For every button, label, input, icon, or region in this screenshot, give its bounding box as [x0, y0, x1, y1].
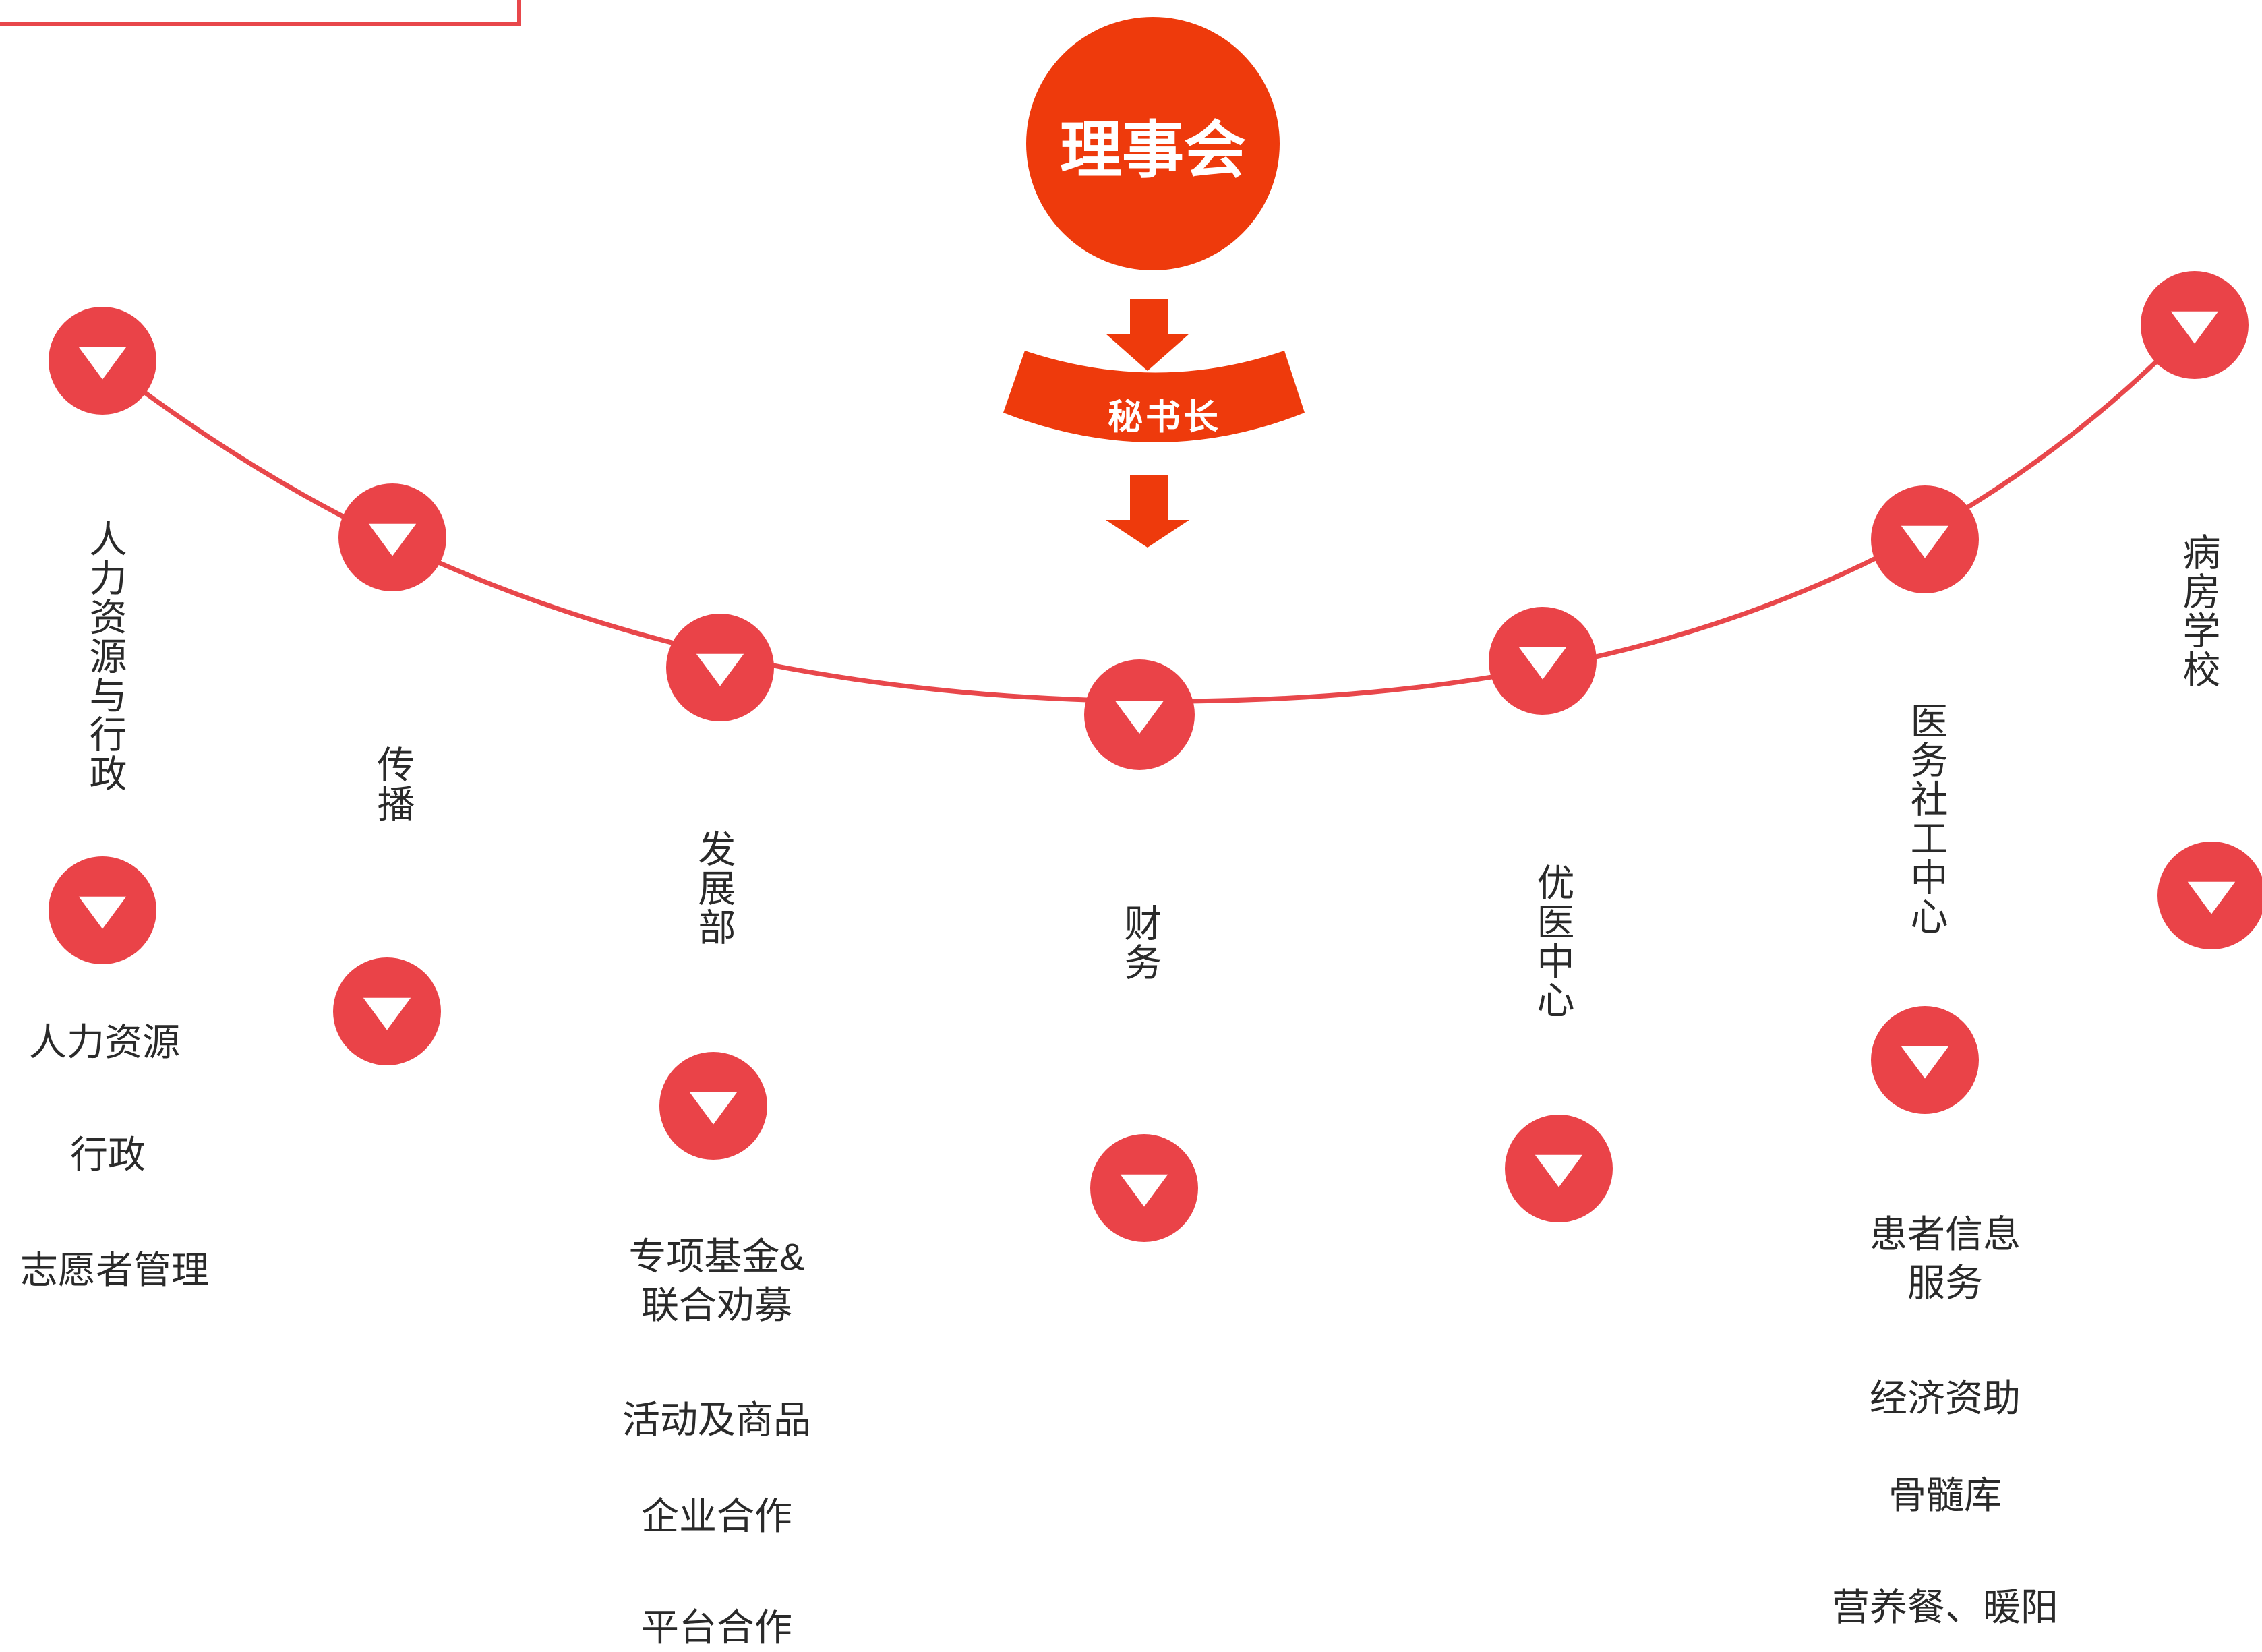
- department-node[interactable]: [338, 483, 446, 591]
- department-node[interactable]: [1871, 485, 1979, 593]
- corner-frame: [0, 0, 521, 26]
- triangle-down-icon: [368, 523, 417, 556]
- triangle-down-icon: [1120, 1174, 1168, 1207]
- triangle-down-icon: [1114, 701, 1164, 734]
- triangle-down-icon: [363, 997, 411, 1030]
- department-node[interactable]: [333, 957, 441, 1065]
- department-node[interactable]: [49, 307, 156, 415]
- sub-item: 营养餐、暖阳: [1832, 1586, 2058, 1628]
- department-title: 优医中心: [1532, 863, 1574, 1020]
- department-title: 病房学校: [2178, 533, 2220, 689]
- department-node[interactable]: [49, 856, 156, 964]
- board-label: 理事会: [1059, 116, 1247, 185]
- sub-item: 患者信息 服务: [1870, 1213, 2021, 1304]
- triangle-down-icon: [1518, 647, 1567, 680]
- department-node[interactable]: [1505, 1115, 1613, 1222]
- department-node[interactable]: [1084, 659, 1195, 770]
- sub-item: 专项基金& 联合劝募: [628, 1235, 805, 1326]
- triangle-down-icon: [1901, 525, 1949, 558]
- department-node[interactable]: [1090, 1134, 1198, 1242]
- department-title: 财务: [1119, 904, 1162, 982]
- department-title: 传播: [372, 745, 415, 823]
- triangle-down-icon: [2187, 881, 2236, 914]
- triangle-down-icon: [689, 1092, 738, 1125]
- department-node[interactable]: [2157, 842, 2262, 949]
- triangle-down-icon: [696, 653, 744, 686]
- triangle-down-icon: [78, 347, 127, 380]
- sub-item: 行政: [70, 1133, 146, 1176]
- triangle-down-icon: [1535, 1154, 1583, 1187]
- sub-item: 志愿者管理: [20, 1249, 209, 1291]
- arrow-down-icon: [1106, 475, 1189, 548]
- board-circle[interactable]: [1026, 17, 1280, 270]
- triangle-down-icon: [78, 896, 127, 929]
- triangle-down-icon: [1901, 1046, 1949, 1079]
- secretary-label: 秘书长: [1107, 398, 1222, 438]
- sub-item: 经济资助: [1870, 1377, 2021, 1419]
- triangle-down-icon: [2170, 311, 2219, 344]
- secretary-banner[interactable]: [1003, 351, 1305, 442]
- department-title: 人力资源与行政: [84, 519, 127, 793]
- sub-item: 人力资源: [29, 1021, 180, 1063]
- department-node[interactable]: [1489, 607, 1597, 715]
- sub-item: 活动及商品: [622, 1398, 811, 1441]
- department-node[interactable]: [659, 1052, 767, 1160]
- sub-item: 企业合作: [641, 1495, 792, 1537]
- department-node[interactable]: [666, 614, 774, 721]
- arrow-down-icon: [1106, 299, 1189, 371]
- department-node[interactable]: [1871, 1006, 1979, 1114]
- sub-item: 骨髓库: [1888, 1474, 2002, 1516]
- department-node[interactable]: [2141, 271, 2249, 379]
- department-title: 医务社工中心: [1905, 701, 1948, 936]
- sub-item: 平台合作: [641, 1606, 792, 1649]
- department-title: 发展部: [693, 829, 736, 947]
